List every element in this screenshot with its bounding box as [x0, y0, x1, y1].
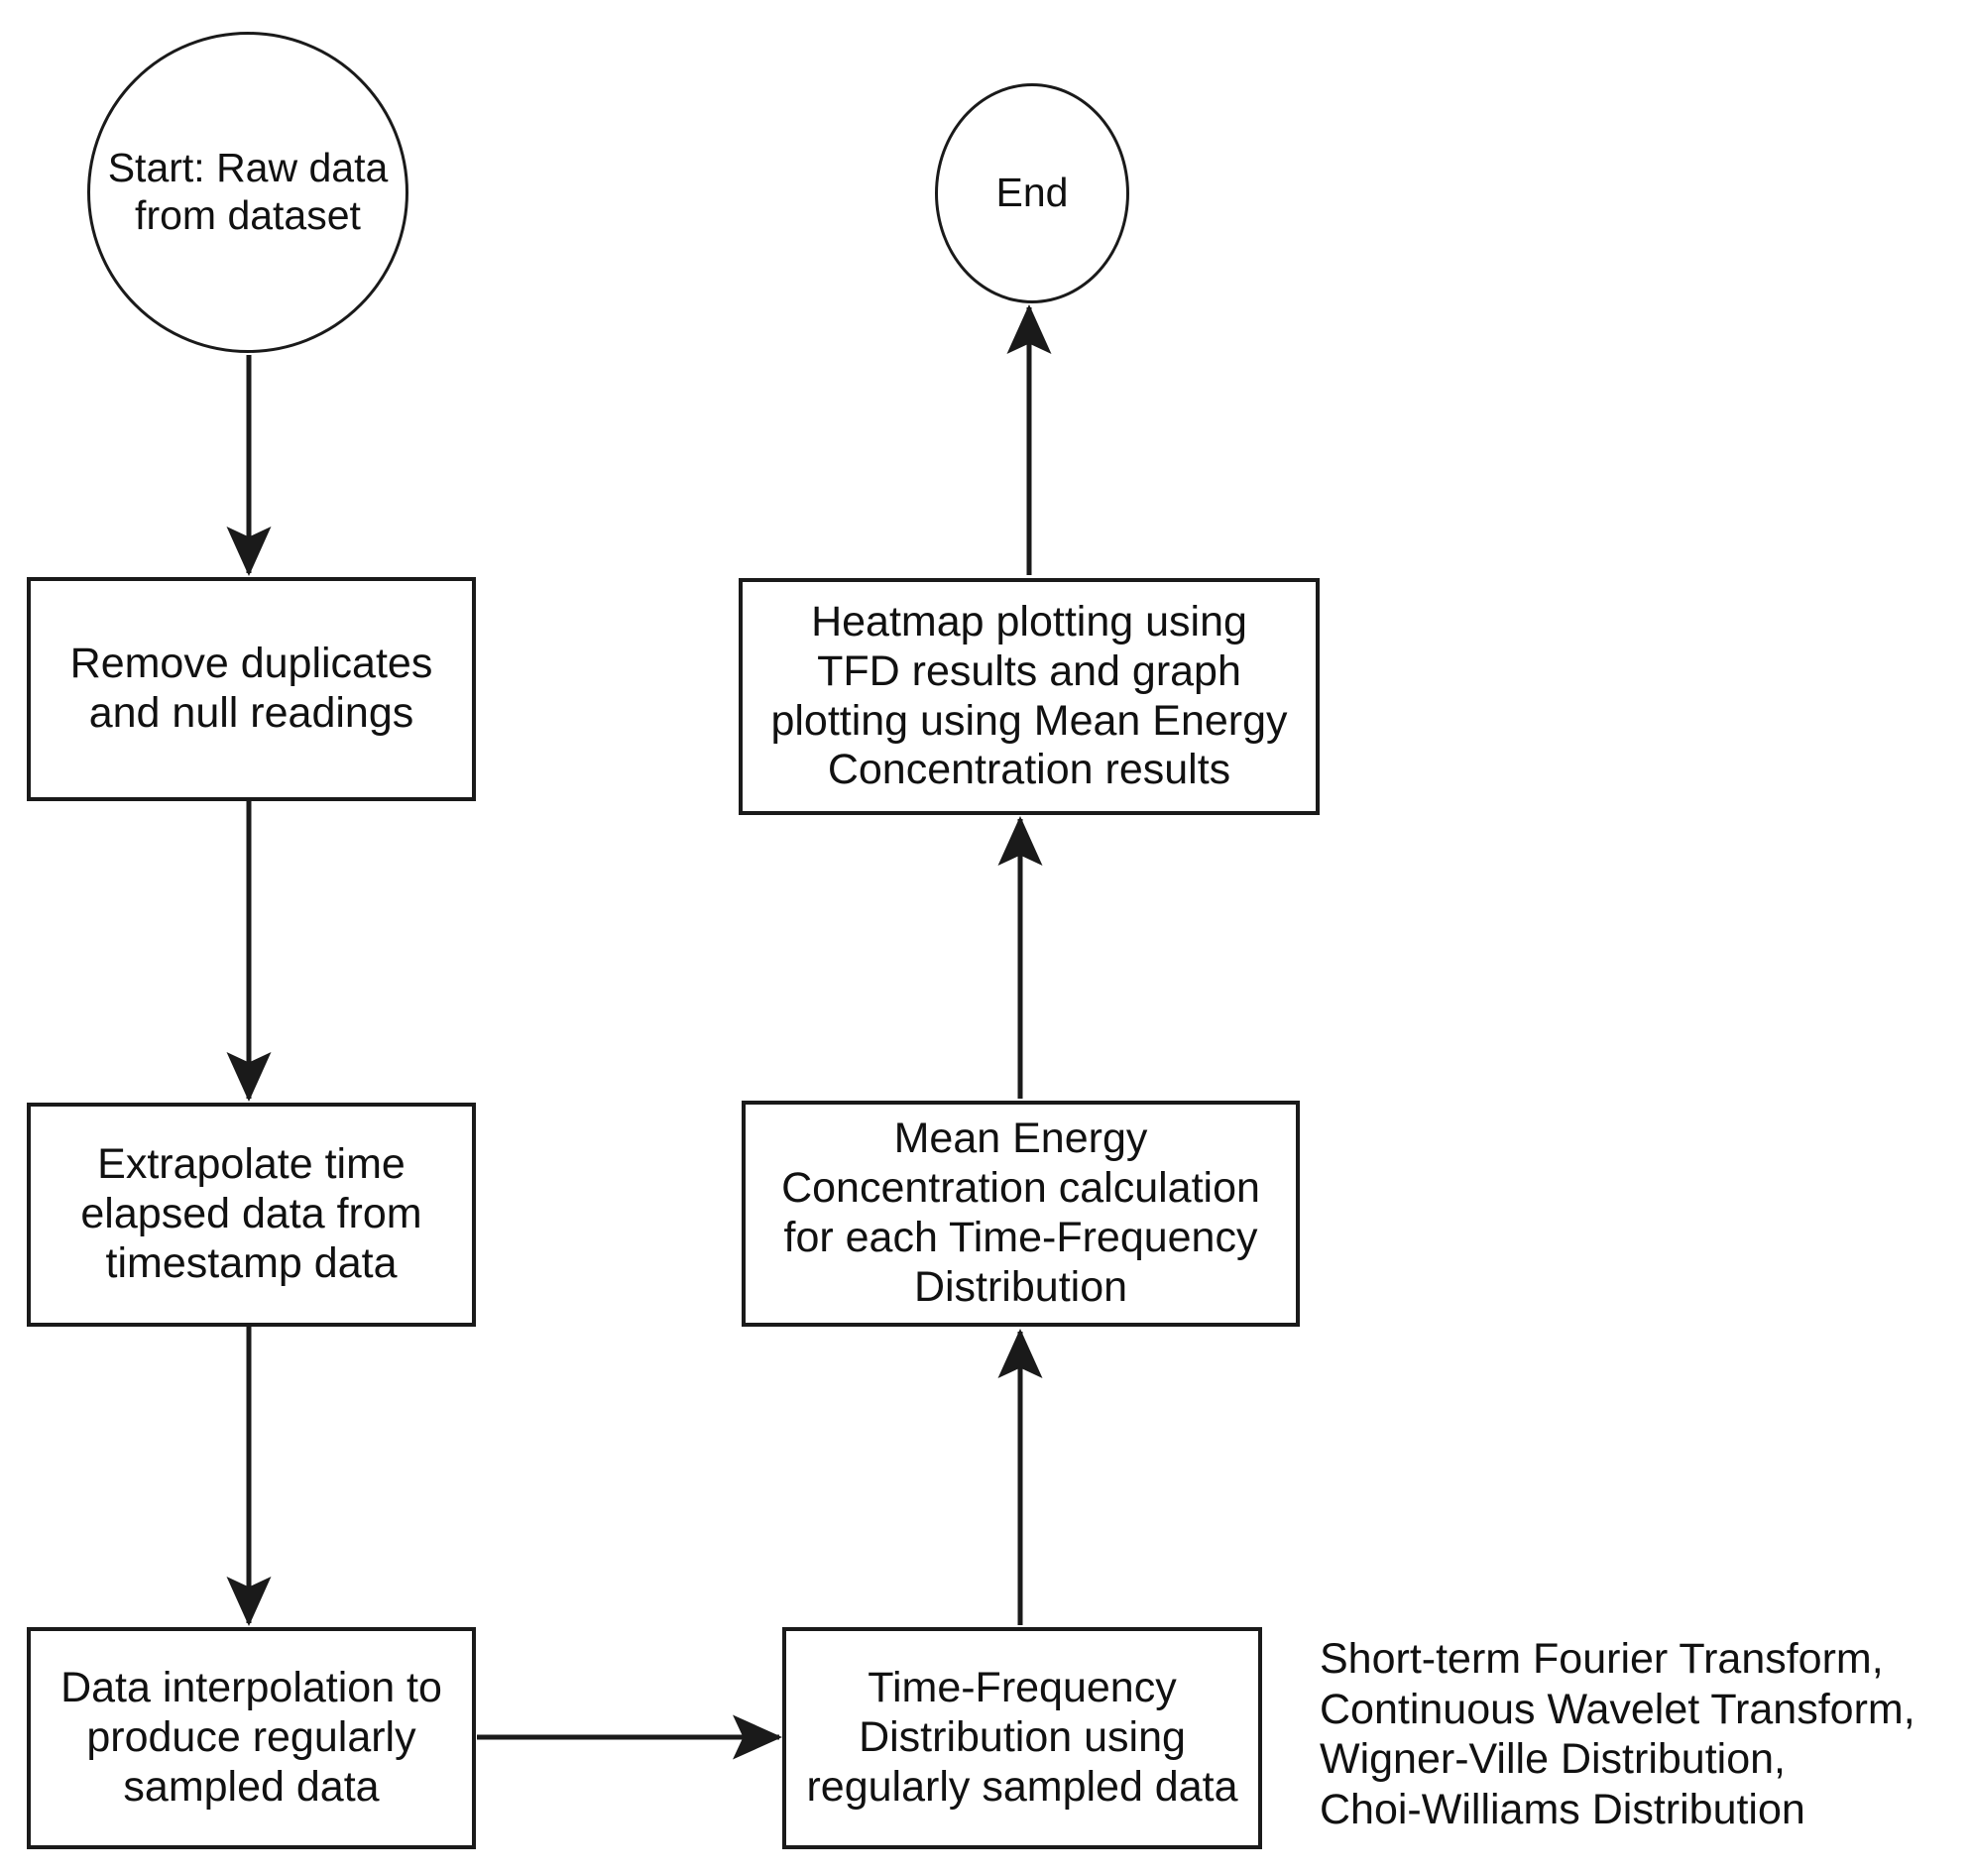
node-end-label: End: [995, 170, 1069, 216]
node-time-frequency-distribution[interactable]: Time-Frequency Distribution using regula…: [782, 1627, 1262, 1849]
node-remove-duplicates[interactable]: Remove duplicates and null readings: [27, 577, 476, 801]
node-remove-duplicates-label: Remove duplicates and null readings: [69, 640, 433, 737]
node-extrapolate-time-elapsed[interactable]: Extrapolate time elapsed data from times…: [27, 1103, 476, 1327]
node-interpolation-label: Data interpolation to produce regularly …: [60, 1664, 442, 1811]
node-mean-energy-concentration[interactable]: Mean Energy Concentration calculation fo…: [742, 1101, 1300, 1327]
annotation-tfd-methods: Short-term Fourier Transform, Continuous…: [1320, 1635, 1915, 1834]
node-mec-label: Mean Energy Concentration calculation fo…: [781, 1114, 1260, 1311]
node-extrapolate-label: Extrapolate time elapsed data from times…: [80, 1140, 422, 1287]
node-data-interpolation[interactable]: Data interpolation to produce regularly …: [27, 1627, 476, 1849]
node-start-label: Start: Raw data from dataset: [107, 145, 389, 238]
node-tfd-label: Time-Frequency Distribution using regula…: [806, 1664, 1238, 1811]
node-heatmap-label: Heatmap plotting using TFD results and g…: [770, 597, 1288, 794]
node-heatmap-plotting[interactable]: Heatmap plotting using TFD results and g…: [739, 578, 1320, 815]
node-end[interactable]: End: [935, 83, 1129, 303]
node-start[interactable]: Start: Raw data from dataset: [87, 32, 408, 353]
